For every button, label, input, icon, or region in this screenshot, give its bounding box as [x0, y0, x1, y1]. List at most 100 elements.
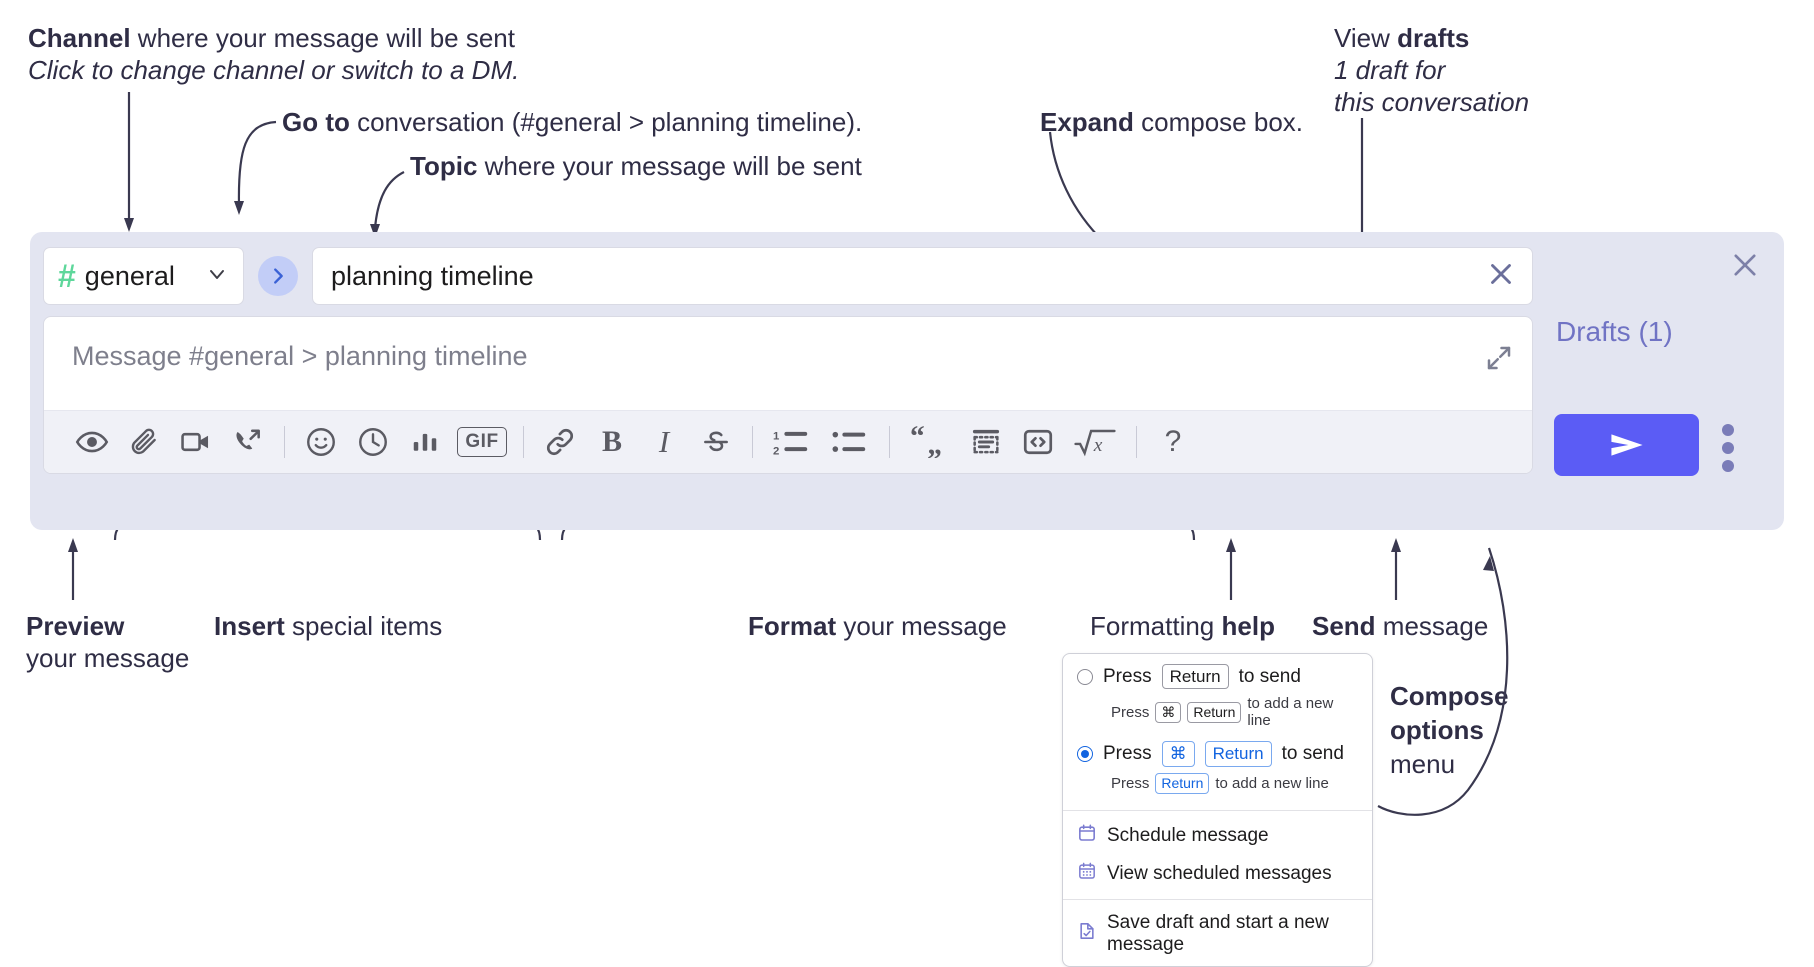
- message-compose-area: Message #general > planning timeline: [43, 316, 1533, 474]
- calendar-schedule-icon: [1077, 823, 1097, 849]
- strikethrough-icon[interactable]: [690, 416, 742, 468]
- math-icon[interactable]: x: [1064, 416, 1126, 468]
- gif-icon[interactable]: GIF: [451, 416, 513, 468]
- attachment-icon[interactable]: [118, 416, 170, 468]
- annotation-channel: Channel where your message will be sent …: [28, 22, 519, 86]
- annotation-compose-options-bold1: Compose: [1390, 681, 1509, 711]
- option-return-pre: Press: [1103, 665, 1152, 687]
- menu-item-label: View scheduled messages: [1107, 863, 1332, 884]
- annotation-compose-options-bold2: options: [1390, 714, 1484, 745]
- code-icon[interactable]: [1012, 416, 1064, 468]
- menu-divider-1: [1063, 810, 1372, 811]
- annotation-goto-rest: conversation (#general > planning timeli…: [349, 107, 863, 137]
- option-cmd-sub-pre: Press: [1111, 774, 1150, 792]
- divider-2: [523, 426, 524, 458]
- goto-conversation-button[interactable]: [258, 256, 298, 296]
- svg-text:“: “: [910, 426, 925, 453]
- send-option-cmd-return[interactable]: Press ⌘ Return to send Press Return to a…: [1063, 739, 1372, 804]
- emoji-icon[interactable]: [295, 416, 347, 468]
- annotation-send-rest: message: [1375, 611, 1489, 641]
- annotation-preview-bold: Preview: [26, 611, 125, 641]
- annotation-channel-italic: Click to change channel or switch to a D…: [28, 55, 520, 86]
- annotation-drafts: View drafts 1 draft for this conversatio…: [1334, 22, 1529, 119]
- menu-item-schedule-message[interactable]: Schedule message: [1063, 817, 1372, 855]
- annotation-insert-rest: special items: [284, 611, 443, 641]
- annotation-preview-rest: your message: [26, 643, 190, 674]
- hash-icon: #: [58, 258, 76, 294]
- send-icon: [1610, 434, 1643, 456]
- bulleted-list-icon[interactable]: [821, 416, 879, 468]
- key-return-blue: Return: [1155, 772, 1210, 794]
- help-label: ?: [1164, 425, 1182, 458]
- menu-item-save-draft[interactable]: Save draft and start a new message: [1063, 906, 1372, 966]
- annotation-expand-rest: compose box.: [1133, 107, 1304, 137]
- divider-5: [1136, 426, 1137, 458]
- video-icon[interactable]: [170, 416, 222, 468]
- italic-icon[interactable]: I: [638, 416, 690, 468]
- annotation-drafts-pre: View: [1334, 23, 1398, 53]
- option-cmd-post: to send: [1281, 742, 1344, 764]
- divider-1: [284, 426, 285, 458]
- annotation-insert-bold: Insert: [214, 611, 285, 641]
- blockquote-icon[interactable]: “ „: [900, 416, 960, 468]
- annotation-compose-options: Compose options menu: [1390, 680, 1508, 781]
- bold-label: B: [601, 425, 622, 458]
- more-options-icon[interactable]: [1722, 424, 1734, 472]
- annotation-help: Formatting help: [1090, 610, 1275, 642]
- drafts-link[interactable]: Drafts (1): [1556, 316, 1673, 347]
- expand-icon[interactable]: [1484, 343, 1514, 378]
- compose-options-menu: Press Return to send Press ⌘ Return to a…: [1062, 653, 1373, 967]
- annotation-topic: Topic where your message will be sent: [410, 150, 862, 182]
- svg-text:x: x: [1093, 435, 1103, 456]
- option-return-sub-pre: Press: [1111, 703, 1150, 721]
- close-icon[interactable]: [1484, 257, 1518, 296]
- chevron-right-icon: [274, 268, 283, 284]
- radio-cmd-return[interactable]: [1077, 745, 1093, 762]
- topic-value: planning timeline: [331, 260, 534, 291]
- key-return: Return: [1161, 664, 1229, 690]
- topic-input[interactable]: planning timeline: [312, 247, 1533, 305]
- annotation-help-bold: help: [1221, 611, 1275, 641]
- annotation-expand: Expand compose box.: [1040, 106, 1303, 138]
- key-return-main: Return: [1204, 741, 1272, 767]
- channel-selector[interactable]: # general: [43, 247, 244, 305]
- code-block-icon[interactable]: [960, 416, 1012, 468]
- poll-icon[interactable]: [399, 416, 451, 468]
- bold-icon[interactable]: B: [586, 416, 638, 468]
- annotation-send-bold: Send: [1312, 611, 1376, 641]
- radio-return[interactable]: [1077, 668, 1093, 685]
- annotation-compose-options-rest: menu: [1390, 748, 1456, 779]
- divider-4: [889, 426, 890, 458]
- preview-icon[interactable]: [66, 416, 118, 468]
- ordered-list-icon[interactable]: 1 2: [763, 416, 821, 468]
- audio-icon[interactable]: [222, 416, 274, 468]
- link-icon[interactable]: [534, 416, 586, 468]
- svg-text:1: 1: [773, 430, 780, 442]
- message-placeholder: Message #general > planning timeline: [72, 341, 528, 371]
- menu-item-view-scheduled-messages[interactable]: View scheduled messages: [1063, 855, 1372, 893]
- option-cmd-pre: Press: [1103, 742, 1152, 764]
- annotation-preview: Preview your message: [26, 610, 189, 674]
- compose-box: # general planning timeline Message #gen…: [30, 232, 1784, 530]
- channel-name-label: general: [84, 260, 175, 291]
- send-option-return[interactable]: Press Return to send Press ⌘ Return to a…: [1063, 654, 1372, 739]
- option-return-sub-post: to add a new line: [1247, 695, 1334, 730]
- annotation-drafts-bold: drafts: [1397, 23, 1470, 53]
- annotation-insert: Insert special items: [214, 610, 442, 642]
- annotation-goto: Go to conversation (#general > planning …: [282, 106, 862, 138]
- close-icon[interactable]: [1728, 248, 1762, 287]
- help-icon[interactable]: ?: [1147, 416, 1199, 468]
- annotation-format-bold: Format: [748, 611, 837, 641]
- compose-right-column: Drafts (1): [1534, 232, 1784, 530]
- annotation-goto-bold: Go to: [282, 107, 350, 137]
- message-input[interactable]: Message #general > planning timeline: [44, 317, 1532, 410]
- clock-icon[interactable]: [347, 416, 399, 468]
- chevron-down-icon: [205, 262, 229, 291]
- key-cmd-main: ⌘: [1161, 741, 1195, 767]
- italic-label: I: [658, 424, 670, 459]
- annotation-channel-rest: where your message will be sent: [130, 23, 515, 53]
- svg-text:„: „: [927, 429, 942, 458]
- send-button[interactable]: [1554, 414, 1699, 476]
- annotation-topic-rest: where your message will be sent: [477, 151, 862, 181]
- annotation-send: Send message: [1312, 610, 1488, 642]
